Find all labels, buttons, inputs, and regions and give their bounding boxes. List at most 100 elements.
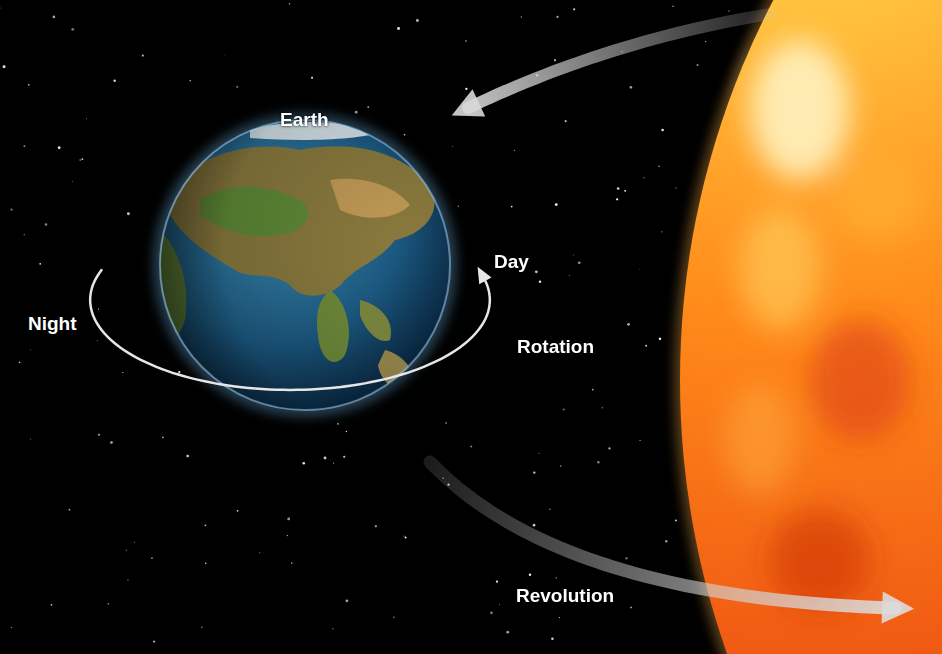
star	[86, 118, 87, 119]
star	[186, 455, 189, 458]
star	[126, 549, 127, 550]
star	[224, 54, 226, 56]
sun	[674, 0, 942, 654]
star	[568, 275, 570, 277]
star	[122, 372, 123, 373]
star	[10, 209, 12, 211]
star	[190, 80, 191, 81]
star	[452, 145, 454, 147]
star	[79, 159, 81, 161]
star	[551, 638, 554, 641]
star	[630, 86, 633, 89]
star	[535, 270, 538, 273]
star	[549, 509, 550, 510]
label: Rotation	[517, 337, 594, 358]
star	[289, 3, 290, 4]
star	[565, 120, 567, 122]
star	[127, 579, 129, 581]
star	[639, 440, 640, 441]
star	[608, 447, 610, 449]
star	[346, 599, 349, 602]
star	[98, 433, 101, 436]
star	[573, 8, 575, 10]
revolution-arrow	[430, 462, 895, 608]
star	[675, 187, 676, 188]
star	[3, 65, 6, 68]
star	[51, 604, 53, 606]
star	[23, 145, 25, 147]
sun-texture	[725, 40, 925, 610]
star	[697, 64, 699, 66]
label: Earth	[280, 110, 329, 131]
sun-glow	[674, 0, 942, 654]
star	[521, 16, 523, 18]
star	[556, 16, 558, 18]
revolution-arrowhead	[452, 89, 486, 116]
star	[375, 525, 377, 527]
sun-disc	[680, 0, 942, 654]
star	[538, 452, 540, 454]
label: Night	[28, 314, 77, 335]
revolution-arrowhead	[882, 592, 915, 624]
star	[355, 111, 358, 114]
star	[675, 520, 677, 522]
star	[0, 7, 2, 9]
star	[142, 55, 144, 57]
star	[645, 345, 647, 347]
star	[201, 626, 203, 628]
star	[11, 627, 12, 628]
star	[643, 177, 644, 178]
star	[559, 617, 560, 618]
star	[98, 308, 99, 309]
star	[28, 84, 30, 86]
star	[639, 268, 641, 270]
star	[311, 77, 313, 79]
star	[332, 628, 333, 629]
star	[403, 535, 404, 536]
star	[287, 535, 288, 536]
star	[81, 158, 83, 160]
arrows	[90, 14, 914, 623]
star	[490, 612, 493, 615]
star	[616, 198, 618, 200]
star	[259, 552, 260, 553]
star	[659, 338, 662, 341]
star	[560, 465, 561, 466]
star	[302, 462, 305, 465]
star	[630, 607, 632, 609]
star	[665, 540, 667, 542]
star	[728, 10, 729, 11]
star	[405, 536, 407, 538]
rotation-orbit	[90, 269, 490, 390]
label: Day	[494, 252, 529, 273]
star	[110, 441, 113, 444]
star	[592, 389, 594, 391]
star	[108, 603, 109, 604]
star	[625, 557, 627, 559]
star	[58, 146, 61, 149]
star	[658, 165, 660, 167]
star	[153, 641, 155, 643]
stars	[0, 3, 730, 643]
earth-land	[158, 120, 450, 410]
star	[624, 190, 626, 192]
star	[627, 323, 630, 326]
star	[533, 472, 535, 474]
star	[397, 27, 400, 30]
star	[416, 19, 419, 22]
earth-rim	[160, 120, 450, 410]
star	[597, 461, 599, 463]
star	[556, 577, 557, 578]
star	[393, 617, 395, 619]
star	[71, 28, 74, 31]
star	[404, 134, 406, 136]
star	[343, 456, 345, 458]
star	[205, 562, 206, 563]
star	[53, 16, 56, 19]
star	[496, 581, 498, 583]
star	[533, 524, 536, 527]
star	[458, 205, 459, 206]
star	[511, 206, 513, 208]
